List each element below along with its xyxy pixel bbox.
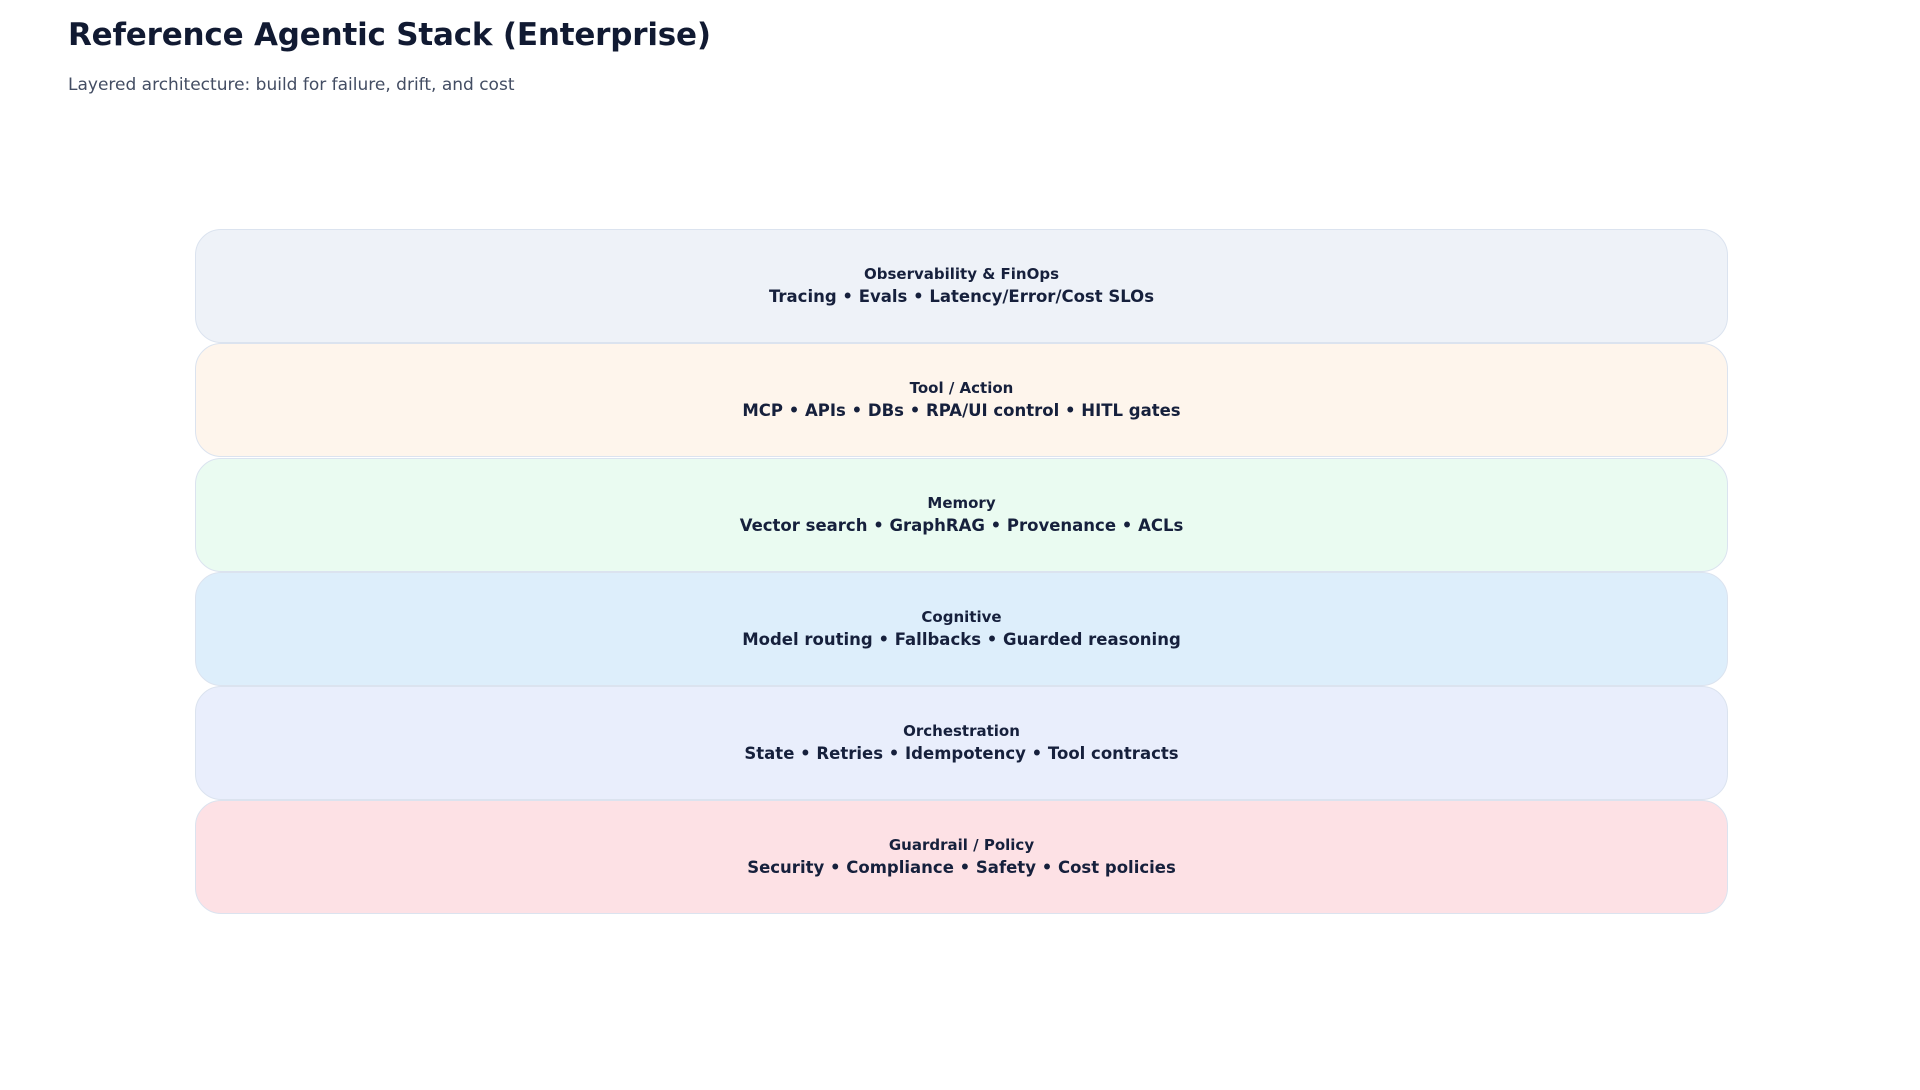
- stack-layer-title: Memory: [927, 493, 996, 512]
- stack-layer-title: Tool / Action: [909, 378, 1014, 397]
- stack-layer-detail: Security • Compliance • Safety • Cost po…: [747, 858, 1176, 878]
- stack-layer-title: Observability & FinOps: [863, 264, 1059, 283]
- stack-layer-detail: Vector search • GraphRAG • Provenance • …: [739, 516, 1184, 536]
- stack-layer-title: Guardrail / Policy: [888, 835, 1035, 854]
- stack-layer-detail: MCP • APIs • DBs • RPA/UI control • HITL…: [742, 401, 1181, 421]
- stack-layer-title: Cognitive: [921, 607, 1002, 626]
- stack-layer-detail: State • Retries • Idempotency • Tool con…: [744, 744, 1179, 764]
- page-title: Reference Agentic Stack (Enterprise): [68, 17, 711, 53]
- page-subtitle: Layered architecture: build for failure,…: [68, 74, 515, 95]
- stack-layer-detail: Tracing • Evals • Latency/Error/Cost SLO…: [768, 287, 1155, 307]
- stack-layer-detail: Model routing • Fallbacks • Guarded reas…: [742, 630, 1181, 650]
- stack-layer-title: Orchestration: [903, 721, 1020, 740]
- header: Reference Agentic Stack (Enterprise) Lay…: [68, 16, 1768, 96]
